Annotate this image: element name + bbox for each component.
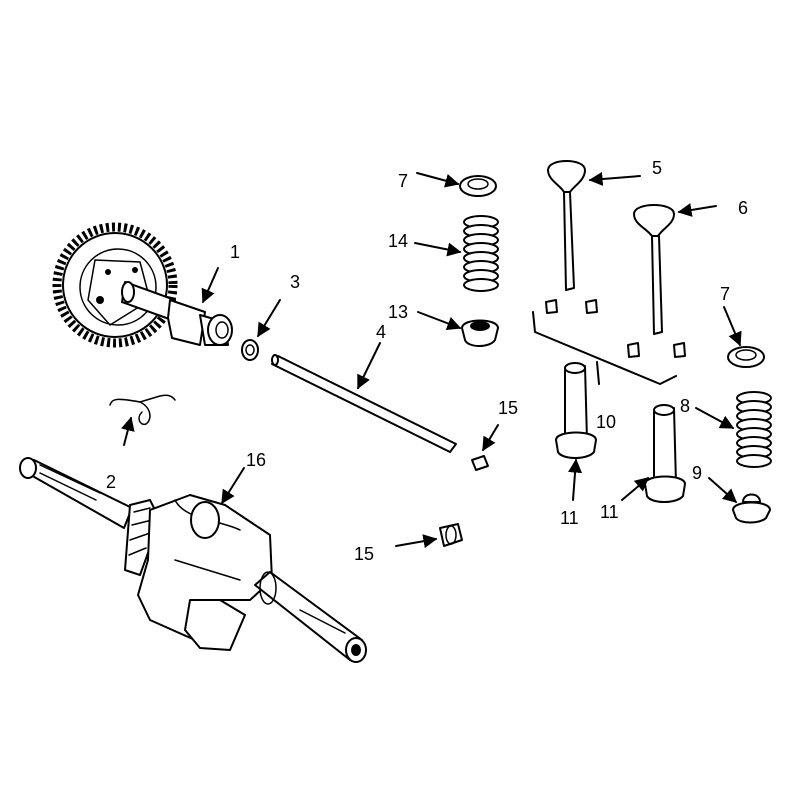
callout-7-left: 7 (398, 171, 408, 191)
bushing-upper-part (471, 455, 489, 471)
valve-keepers-part (532, 299, 686, 385)
spring-retainer-left-part (459, 175, 497, 197)
spring-seat-part (461, 319, 499, 347)
tappet-right-part (644, 404, 686, 503)
callout-11-left: 11 (560, 508, 579, 528)
push-rod-part (271, 354, 457, 453)
spring-retainer-right-part (727, 346, 765, 368)
camshaft-washer-part (241, 339, 259, 361)
bushing-lower-part (439, 523, 463, 547)
callout-13: 13 (388, 302, 408, 322)
callout-4: 4 (376, 322, 386, 342)
callout-6: 6 (738, 198, 748, 218)
callout-15-upper: 15 (498, 398, 518, 418)
callout-9: 9 (692, 463, 702, 483)
valve-spring-left-part (463, 215, 499, 292)
callout-11-right: 11 (600, 502, 619, 522)
valve-spring-right-part (736, 391, 772, 468)
callout-16: 16 (246, 450, 266, 470)
callout-3: 3 (290, 272, 300, 292)
callout-2: 2 (106, 472, 116, 492)
callout-5: 5 (652, 158, 662, 178)
callout-14: 14 (388, 231, 408, 251)
crankshaft-part (19, 457, 367, 663)
callout-1: 1 (230, 242, 240, 262)
callout-7-right: 7 (720, 284, 730, 304)
valve-rotator-part (732, 493, 771, 524)
callout-10: 10 (596, 412, 616, 432)
crankshaft-clip-part (109, 394, 176, 426)
tappet-left-part (555, 362, 597, 459)
intake-valve-part (547, 160, 586, 291)
callout-15-lower: 15 (354, 544, 374, 564)
exhaust-valve-part (633, 204, 675, 335)
camshaft-part (52, 222, 233, 348)
callout-8: 8 (680, 396, 690, 416)
